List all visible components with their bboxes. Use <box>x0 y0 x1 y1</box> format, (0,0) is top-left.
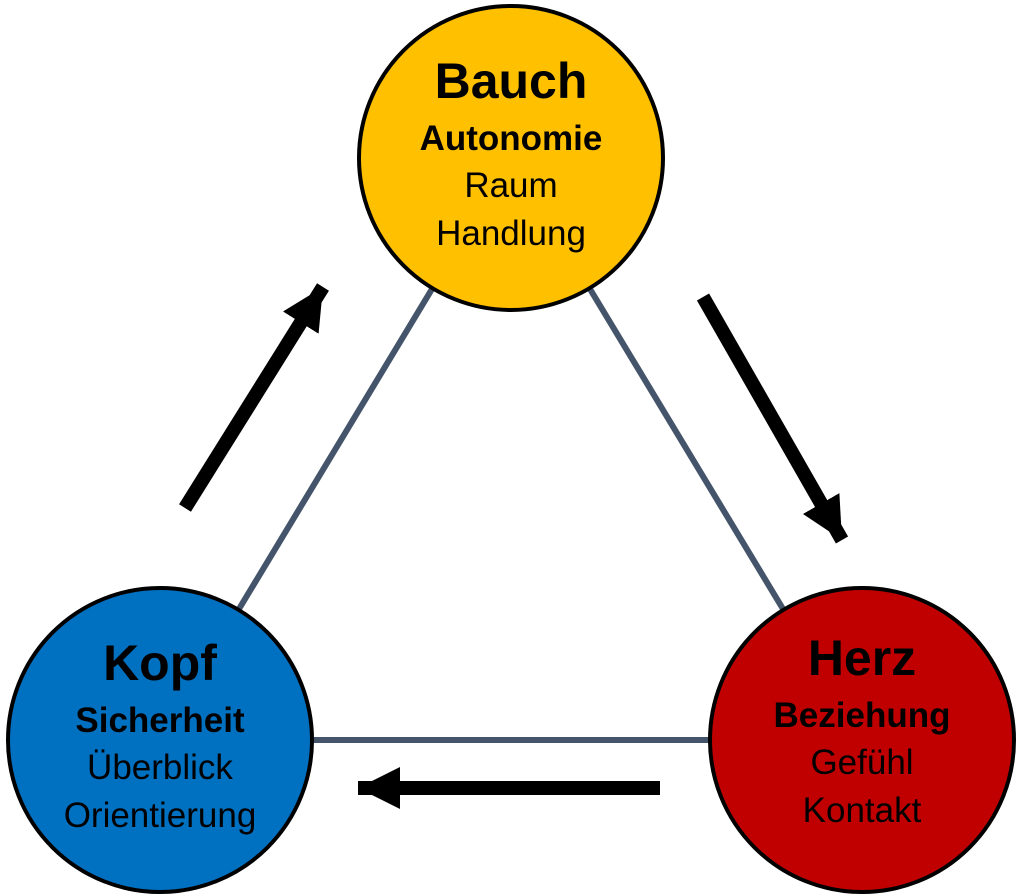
kopf-subtitle: Sicherheit <box>75 701 245 740</box>
kopf-circle <box>6 586 314 894</box>
bauch-title: Bauch <box>435 53 588 109</box>
herz-title: Herz <box>808 630 916 686</box>
herz-keyword-2: Kontakt <box>803 791 922 830</box>
arrow-bauch-to-herz-icon <box>696 293 849 544</box>
node-kopf: Kopf Sicherheit Überblick Orientierung <box>6 586 314 894</box>
herz-keyword-1: Gefühl <box>810 743 913 782</box>
kopf-keyword-2: Orientierung <box>64 796 257 835</box>
bauch-keyword-2: Handlung <box>436 214 586 253</box>
kopf-title: Kopf <box>103 635 217 691</box>
node-herz: Herz Beziehung Gefühl Kontakt <box>708 586 1016 894</box>
herz-circle <box>708 586 1016 894</box>
bauch-keyword-1: Raum <box>464 166 557 205</box>
arrow-kopf-to-bauch-icon <box>179 283 329 512</box>
bauch-circle <box>357 4 665 312</box>
bauch-subtitle: Autonomie <box>420 119 603 158</box>
herz-subtitle: Beziehung <box>774 696 951 735</box>
cycle-arrows <box>179 283 849 809</box>
kopf-keyword-1: Überblick <box>87 748 233 787</box>
node-bauch: Bauch Autonomie Raum Handlung <box>357 4 665 312</box>
